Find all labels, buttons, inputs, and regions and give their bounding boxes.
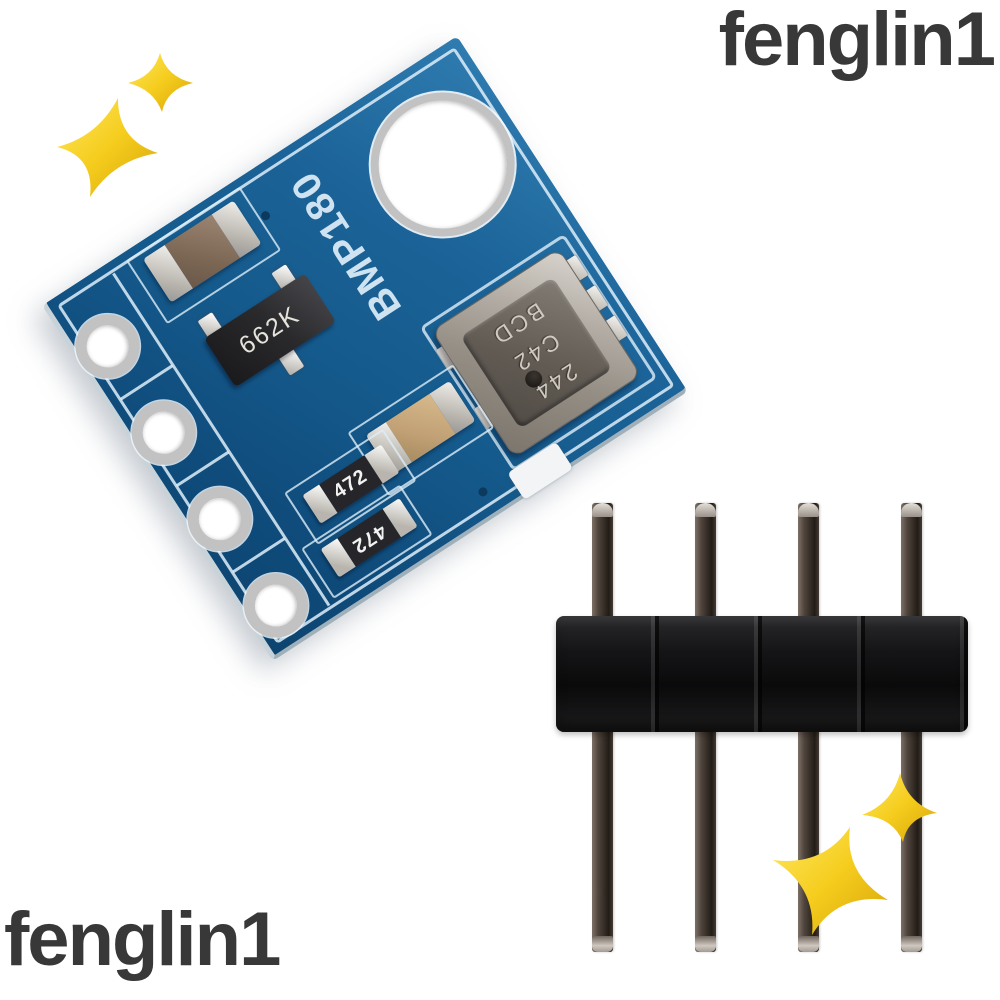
pin-header-body	[556, 616, 968, 732]
sparkle-large-bottom-right-icon	[773, 827, 888, 935]
watermark-top-right: fenglin1	[718, 0, 996, 82]
sparkle-large-top-left-icon	[57, 98, 158, 197]
sensor-lot-markings: 244 C42 BCD	[460, 277, 612, 429]
sparkle-small-top-left-icon	[128, 53, 193, 112]
watermark-bottom-left: fenglin1	[4, 897, 281, 982]
sparkle-small-bottom-right-icon	[862, 773, 937, 842]
sensor-metal-lid: 244 C42 BCD	[460, 276, 613, 429]
